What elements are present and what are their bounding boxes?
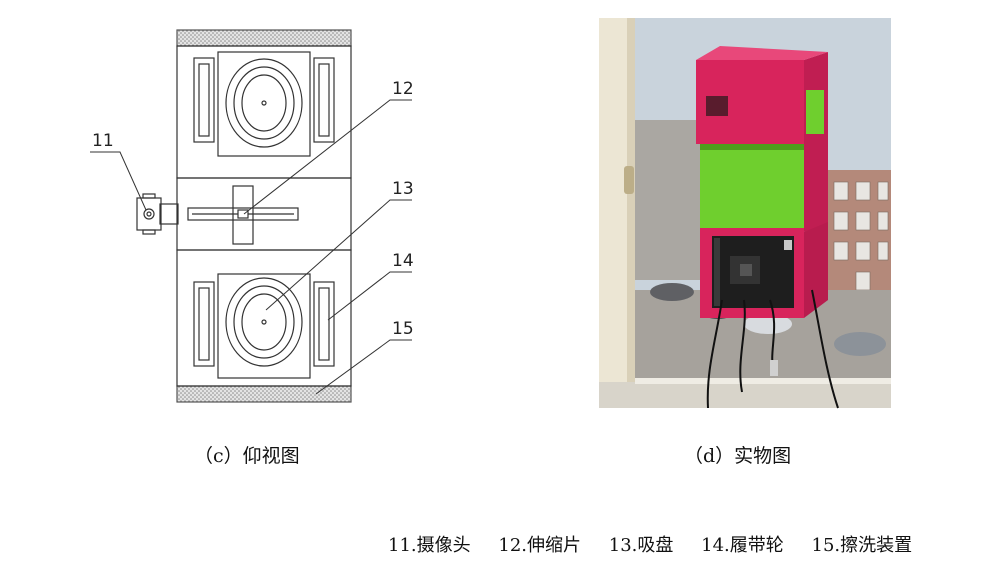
window-sill bbox=[599, 382, 891, 408]
photo-car-3 bbox=[834, 332, 886, 356]
callout-11: 11 bbox=[92, 131, 114, 151]
legend-item-telescopic-plate: 12.伸缩片 bbox=[498, 535, 582, 556]
upper-module bbox=[176, 45, 352, 179]
upper-suction-cup-mid bbox=[233, 66, 295, 140]
callout-13: 13 bbox=[392, 179, 414, 199]
telescopic-slot bbox=[187, 207, 299, 221]
physical-photo bbox=[599, 18, 891, 409]
parts-legend: 11.摄像头 12.伸缩片 13.吸盘 14.履带轮 15.擦洗装置 bbox=[388, 531, 912, 557]
legend-item-suction-cup: 13.吸盘 bbox=[608, 535, 674, 556]
lower-suction-center bbox=[261, 319, 267, 325]
upper-track-left bbox=[193, 57, 215, 143]
camera-body bbox=[136, 197, 162, 231]
callout-15: 15 bbox=[392, 319, 414, 339]
lower-suction-frame bbox=[217, 273, 311, 379]
scrub-pad-top bbox=[176, 29, 352, 47]
leader-12 bbox=[243, 99, 412, 215]
lower-module bbox=[176, 249, 352, 387]
robot-middle-module bbox=[700, 144, 804, 232]
telescopic-plate bbox=[232, 185, 254, 245]
robot-top-module-side bbox=[804, 52, 828, 232]
cable-1 bbox=[706, 299, 723, 409]
leader-13 bbox=[265, 199, 412, 311]
legend-item-camera: 11.摄像头 bbox=[388, 535, 471, 556]
scrub-pad-bottom bbox=[176, 385, 352, 403]
window-handle bbox=[624, 166, 634, 194]
callout-labels: 11 12 13 14 15 bbox=[92, 79, 414, 339]
legend-item-scrub-device: 15.擦洗装置 bbox=[811, 535, 913, 556]
cable-4 bbox=[811, 289, 839, 409]
upper-suction-cup-outer bbox=[225, 58, 303, 148]
callout-14: 14 bbox=[392, 251, 414, 271]
lower-track-left bbox=[193, 281, 215, 367]
cable-2 bbox=[739, 299, 746, 393]
upper-suction-frame bbox=[217, 51, 311, 157]
leader-15 bbox=[315, 339, 412, 395]
caption-physical-photo: （d）实物图 bbox=[684, 445, 792, 467]
upper-suction-center bbox=[261, 100, 267, 106]
lower-suction-cup-mid bbox=[233, 285, 295, 359]
caption-bottom-view: （c）仰视图 bbox=[194, 445, 300, 467]
camera-bracket bbox=[159, 203, 179, 225]
leader-11 bbox=[90, 151, 147, 211]
leader-14 bbox=[327, 271, 412, 321]
callout-12: 12 bbox=[392, 79, 414, 99]
bottom-view-drawing bbox=[90, 29, 412, 403]
lower-suction-cup-inner bbox=[241, 293, 287, 351]
lower-track-right bbox=[313, 281, 335, 367]
camera-lens bbox=[143, 208, 155, 220]
legend-item-track-wheel: 14.履带轮 bbox=[701, 535, 784, 556]
lower-suction-cup-outer bbox=[225, 277, 303, 367]
upper-track-right bbox=[313, 57, 335, 143]
photo-car-1 bbox=[650, 283, 694, 301]
photo-car-2 bbox=[744, 314, 792, 334]
upper-suction-cup-inner bbox=[241, 74, 287, 132]
